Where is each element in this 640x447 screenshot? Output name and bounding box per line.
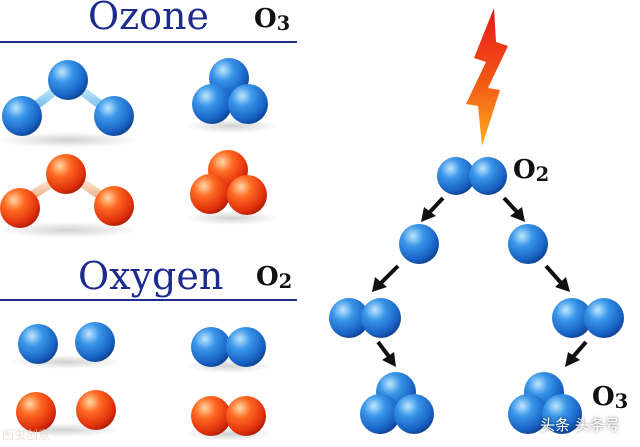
ozone-formula: O3 [254,4,291,35]
reaction-top-formula-subscript: 2 [535,162,550,186]
oxygen-bond-red-molecule [8,390,120,437]
oxygen-formula-symbol: O [256,262,279,292]
watermark-left: 图虫创意 [2,428,51,442]
oxygen-formula-subscript: 2 [278,269,293,293]
ozone-formula-subscript: 3 [276,11,291,35]
reaction-bottom-formula-symbol: O [592,382,615,412]
ozone-bent-red-molecule [0,154,138,238]
ozone-cluster-red-molecule [186,150,278,225]
reaction-left-o3-molecule [360,372,434,434]
reaction-top-formula-symbol: O [513,155,536,185]
reaction-right-o3-molecule [508,372,582,434]
reaction-left-o2-molecule [329,298,401,338]
reaction-right-o2-molecule [552,298,624,338]
watermark-right: 头条 头条号 [540,416,620,434]
ozone-formula-symbol: O [254,4,277,34]
arrow-right-atom-to-o2 [544,264,570,292]
ozone-title: Ozone [88,0,210,38]
oxygen-pair-blue-molecule [185,327,273,373]
reaction-left-single-atom [399,224,439,264]
reaction-top-formula: O2 [513,155,550,186]
lightning-bolt-icon [466,8,508,146]
arrow-top-to-right [502,196,525,222]
reaction-bottom-formula-subscript: 3 [614,389,629,413]
ozone-bent-blue-molecule [0,60,138,148]
oxygen-divider [0,299,297,301]
arrow-right-o2-to-o3 [565,340,588,367]
ozone-cluster-blue-molecule [186,58,278,133]
oxygen-bond-blue-molecule [10,322,122,369]
reaction-bottom-formula: O3 [592,382,629,413]
oxygen-pair-red-molecule [185,396,273,441]
ozone-divider [0,41,297,43]
arrow-left-atom-to-o2 [372,264,400,292]
arrow-top-to-left [421,196,445,222]
arrow-left-o2-to-o3 [376,340,396,367]
oxygen-formula: O2 [256,262,293,293]
reaction-right-single-atom [508,224,548,264]
reaction-top-o2-molecule [437,157,507,195]
oxygen-title: Oxygen [78,254,224,298]
